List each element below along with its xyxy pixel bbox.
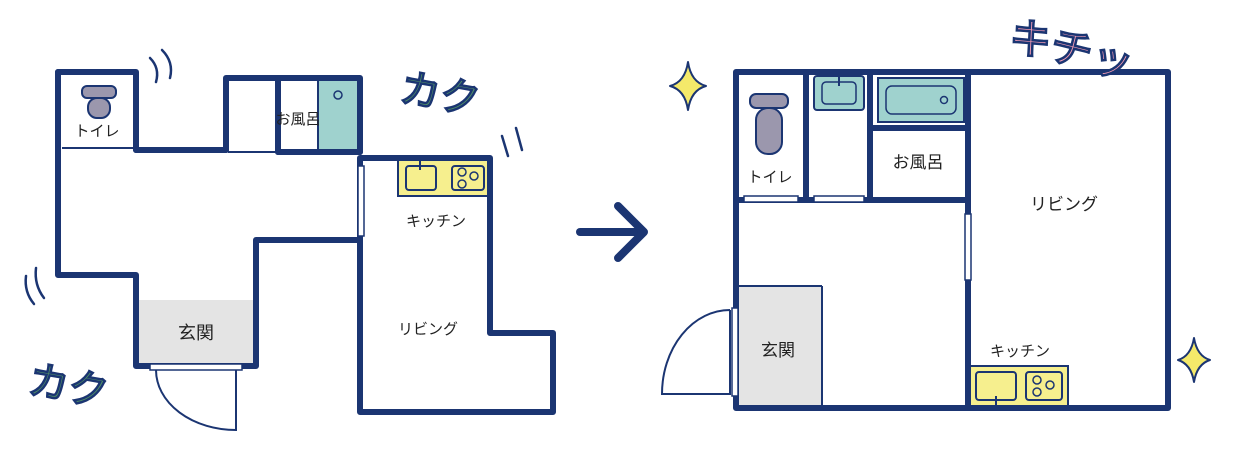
right-bathtub-inner xyxy=(885,85,957,115)
left-stove-icon xyxy=(451,165,485,191)
left-motion-marks xyxy=(24,48,524,306)
right-entrance-threshold xyxy=(731,307,739,397)
sparkle-icon-right xyxy=(1177,337,1211,383)
right-kitchen-label: キッチン xyxy=(990,342,1050,360)
right-toilet-door-slot xyxy=(743,195,799,203)
right-kitchen-sink-icon xyxy=(975,371,1017,406)
right-bath-drain-icon xyxy=(939,95,949,105)
left-wall-north-toilet xyxy=(55,69,139,153)
sparkle-icon-left xyxy=(669,61,707,111)
left-sink-icon xyxy=(405,160,437,191)
right-outer-wall xyxy=(733,69,1171,411)
left-living-door-slot xyxy=(357,165,365,237)
left-toilet-icon xyxy=(81,85,117,119)
left-kaku-top-text: カク xyxy=(397,65,484,124)
left-bath-drain-icon xyxy=(333,90,343,100)
arrow-right-icon xyxy=(576,202,648,262)
right-bathtub xyxy=(877,77,965,123)
left-entrance-label: 玄関 xyxy=(178,323,214,344)
right-stove-icon xyxy=(1025,371,1063,401)
right-living-door-slot xyxy=(964,213,972,281)
right-kichi-text: キチッ xyxy=(1005,11,1139,89)
right-toilet-label: トイレ xyxy=(747,168,792,186)
left-kaku-bottom-text: カク xyxy=(25,357,112,416)
left-entrance-threshold xyxy=(149,363,243,371)
left-living-label: リビング xyxy=(398,320,458,338)
left-wall-west xyxy=(55,69,363,369)
right-entrance-door-icon xyxy=(660,309,731,395)
left-toilet-label: トイレ xyxy=(74,122,119,140)
right-bath-label: お風呂 xyxy=(893,153,944,173)
right-floor-plan: トイレ お風呂 リビング キッチン 玄関 キチッ xyxy=(660,10,1211,411)
right-sink-icon xyxy=(813,75,865,111)
left-floor-plan: トイレ お風呂 キッチン リビング 玄関 カク カク xyxy=(24,48,556,432)
right-toilet-icon xyxy=(749,93,789,155)
right-entrance-floor xyxy=(736,286,822,408)
right-living-label: リビング xyxy=(1030,195,1098,215)
left-bath-label: お風呂 xyxy=(275,110,320,128)
left-entrance-door-icon xyxy=(155,369,237,432)
left-entrance-floor xyxy=(136,300,256,366)
left-kitchen-label: キッチン xyxy=(406,212,466,230)
left-wall-north-bath xyxy=(223,75,363,155)
right-wash-door-slot xyxy=(813,195,865,203)
left-wall-living xyxy=(357,155,556,415)
right-entrance-label: 玄関 xyxy=(761,341,795,361)
